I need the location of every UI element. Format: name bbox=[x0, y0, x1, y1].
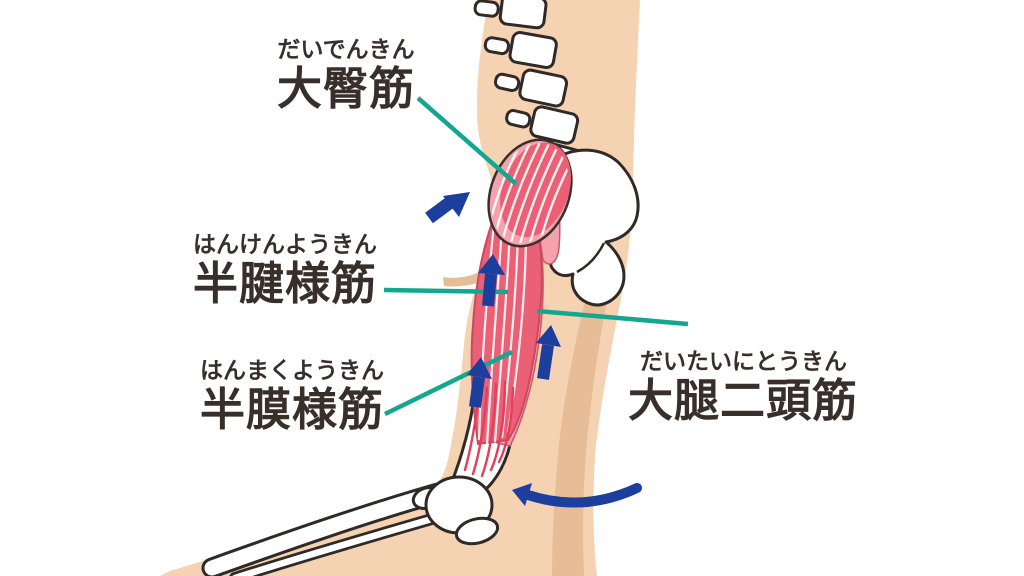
leader-lines bbox=[383, 96, 689, 417]
up-arrow bbox=[478, 254, 505, 307]
leader-line-semimembranosus bbox=[384, 349, 513, 417]
knee-small-bone bbox=[454, 516, 500, 546]
label-biceps-femoris: だいたいにとうきん 大腿二頭筋 bbox=[628, 348, 859, 426]
leader-line-gluteus bbox=[416, 96, 518, 186]
label-semimembranosus: はんまくようきん 半膜様筋 bbox=[200, 357, 385, 435]
tibia-fibula-bones bbox=[201, 482, 455, 576]
leader-line-biceps bbox=[536, 308, 689, 327]
up-arrow bbox=[536, 325, 561, 380]
furigana-semimembranosus: はんまくようきん bbox=[200, 357, 384, 383]
up-arrow bbox=[467, 357, 492, 408]
direction-arrows bbox=[425, 192, 642, 508]
kanji-semitendinosus: 半腱様筋 bbox=[193, 258, 378, 309]
furigana-gluteus-maximus: だいでんきん bbox=[277, 36, 415, 62]
label-gluteus-maximus: だいでんきん 大臀筋 bbox=[261, 36, 431, 114]
gluteal-fold-shadow bbox=[443, 263, 498, 287]
kanji-biceps-femoris: 大腿二頭筋 bbox=[628, 375, 859, 426]
gluteus-maximus-muscle bbox=[487, 138, 573, 248]
kanji-semimembranosus: 半膜様筋 bbox=[200, 384, 385, 435]
furigana-biceps-femoris: だいたいにとうきん bbox=[640, 348, 847, 374]
kanji-gluteus-maximus: 大臀筋 bbox=[276, 63, 415, 114]
furigana-semitendinosus: はんけんようきん bbox=[193, 231, 377, 257]
label-semitendinosus: はんけんようきん 半腱様筋 bbox=[193, 231, 378, 309]
curved-left-arrow bbox=[512, 483, 642, 508]
up-right-arrow bbox=[425, 192, 470, 224]
